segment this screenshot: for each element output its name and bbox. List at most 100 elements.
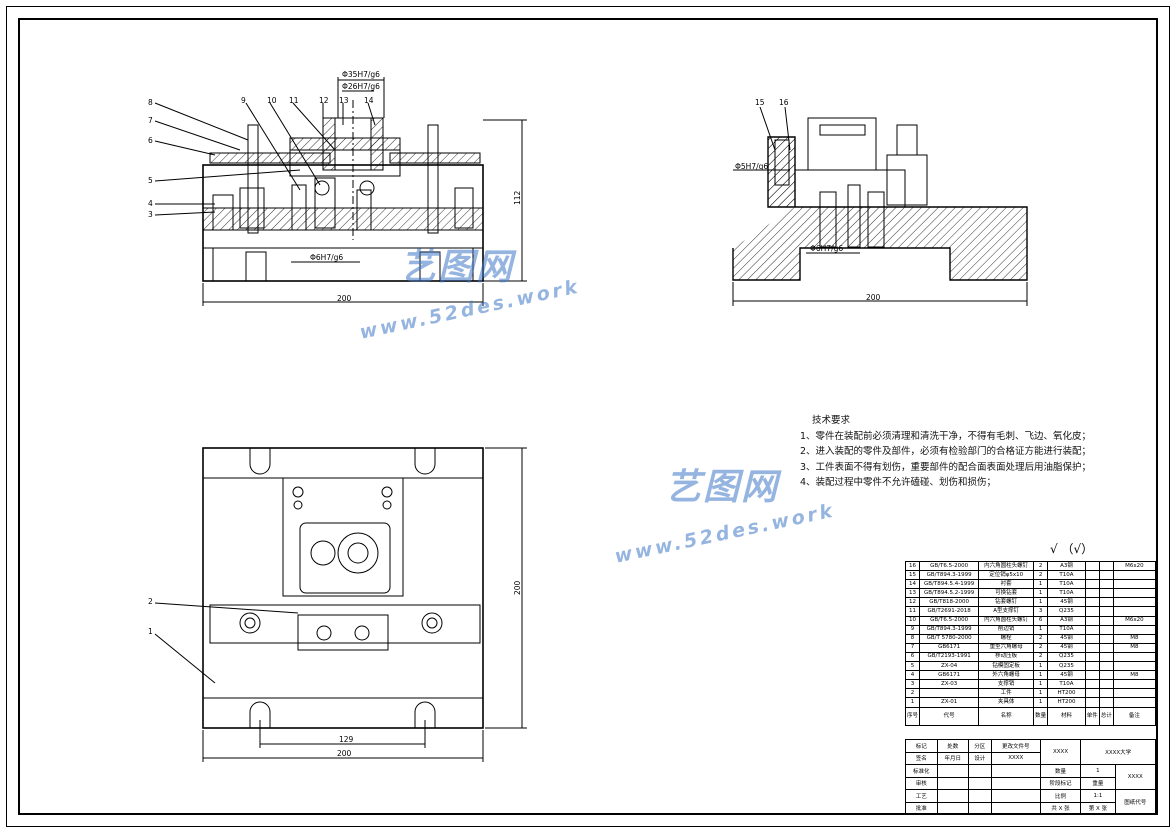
bom-cell: GB/T2691-2018 [919,606,980,617]
bom-cell [1084,642,1100,653]
tb-qty: 1 [1080,764,1116,778]
bom-cell: 45钢 [1047,670,1086,681]
bom-cell: 1 [904,697,921,708]
balloon-3: 3 [148,210,153,219]
bom-cell [1084,606,1100,617]
bom-cell: A3钢 [1047,615,1086,626]
tb-stage: 阶段标记 [1039,776,1082,790]
tech-req-item: 4、装配过程中零件不允许磕碰、划伤和损伤； [800,477,997,488]
bom-cell [1112,661,1157,672]
bom-cell: T10A [1047,679,1086,690]
bom-cell: 1 [1033,579,1049,590]
bom-cell: 内六角圆柱头螺钉 [978,615,1035,626]
bom-cell: 1 [1033,679,1049,690]
bom-cell: 2 [1033,570,1049,581]
bom-cell [1098,570,1114,581]
dim-width-front: 200 [337,294,352,303]
dim-width-side: 200 [866,293,881,302]
bom-cell: 削边销 [978,624,1035,635]
balloon-1: 1 [148,627,153,636]
bom-cell: 9 [904,624,921,635]
bom-cell: 钻模固定板 [978,661,1035,672]
bom-cell: 重型六角螺母 [978,642,1035,653]
bom-cell [1112,588,1157,599]
dim-200-top: 200 [337,749,352,758]
bom-cell: 45钢 [1047,642,1086,653]
dim-d5: Φ5H7/g6 [735,162,768,171]
bom-cell [1098,615,1114,626]
tech-req-item: 2、进入装配的零件及部件，必须有检验部门的合格证方能进行装配； [800,446,1092,457]
bom-cell [1112,688,1157,699]
top-view [154,447,527,762]
bom-cell [1112,579,1157,590]
bom-cell: 螺栓 [978,633,1035,644]
bom-cell [1112,606,1157,617]
balloon-15: 15 [755,98,765,107]
tb-scale-label: 比例 [1039,789,1082,803]
bom-cell: GB/T894.5.2-1999 [919,588,980,599]
balloon-2: 2 [148,597,153,606]
side-view [732,106,1028,306]
bom-cell [1098,597,1114,608]
bom-cell [1098,688,1114,699]
bom-cell [919,688,980,699]
tb-company: XXXX [1039,739,1082,765]
front-view-labels: Φ35H7/g6 Φ26H7/g6 Φ6H7/g6 200 112 8 7 6 … [148,70,522,303]
tb-drawing-no: 图纸代号 [1114,789,1157,815]
bom-cell: T10A [1047,570,1086,581]
bom-cell: ZX-04 [919,661,980,672]
tb-sheet-name: XXXX [1114,764,1157,790]
bom-cell [1084,670,1100,681]
bom-cell: M6x20 [1112,615,1157,626]
bom-cell: 14 [904,579,921,590]
dim-d6-front: Φ6H7/g6 [310,253,343,262]
tb-label: 标准化 [905,764,938,778]
balloon-13: 13 [339,96,349,105]
bom-cell: 13 [904,588,921,599]
bom-cell: 2 [1033,642,1049,653]
tb-label: 签名 [905,751,938,765]
balloon-16: 16 [779,98,789,107]
tb-school: XXXX大学 [1080,739,1156,765]
bom-header-cell: 备注 [1112,706,1157,726]
bom-cell: ZX-01 [919,697,980,708]
bom-cell [1098,579,1114,590]
bom-cell [1084,597,1100,608]
bom-header-cell: 序号 [904,706,921,726]
bom-cell: 2 [1033,560,1049,572]
bom-cell [1098,633,1114,644]
balloon-11: 11 [289,96,299,105]
title-block: 标记 处数 分区 更改文件号 XXXX XXXX大学 签名 年月日 设计 XXX… [905,739,1157,815]
bom-cell: T10A [1047,579,1086,590]
roughness-symbol: √ （√） [1050,542,1094,556]
bom-cell: 7 [904,642,921,653]
bom-cell: 内六角圆柱头螺钉 [978,560,1035,572]
bom-cell: Q235 [1047,661,1086,672]
bom-cell: 15 [904,570,921,581]
tb-label: 设计 [968,751,992,765]
dim-d6-side: Φ6H7/g6 [810,244,843,253]
tb-label: 标记 [905,739,938,753]
bom-cell [1098,670,1114,681]
tech-req-title: 技术要求 [812,415,851,426]
bom-cell [1098,661,1114,672]
dim-200-vert: 200 [513,580,522,595]
bom-cell [1112,570,1157,581]
tb-sheets: 共 X 张 [1039,801,1082,815]
bom-cell [1098,560,1114,572]
bom-cell [1084,588,1100,599]
bom-cell [1098,697,1114,708]
bom-cell: GB/T6.5-2000 [919,615,980,626]
tb-qty-label: 数量 [1039,764,1082,778]
bom-cell: GB/T 5780-2000 [919,633,980,644]
bom-cell: 钻套螺钉 [978,597,1035,608]
